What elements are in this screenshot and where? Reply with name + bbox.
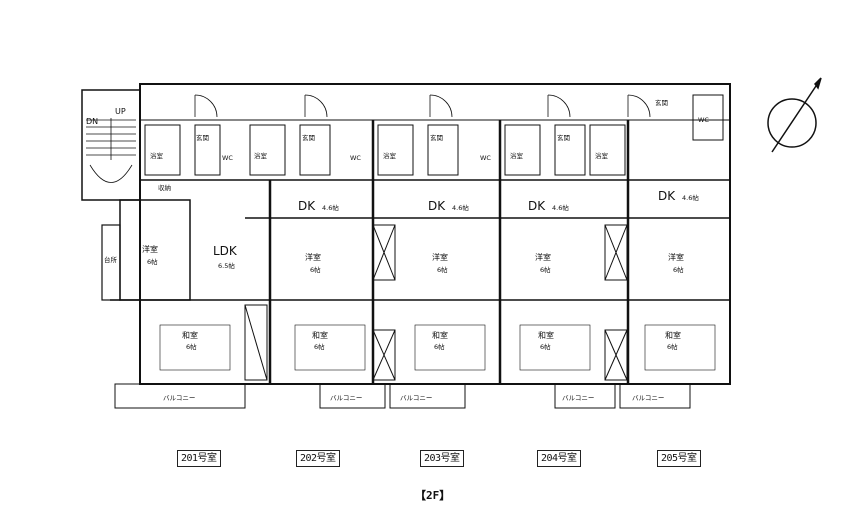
u203-dk: DK (428, 199, 446, 213)
u205-washitsu: 和室 (665, 330, 681, 340)
u204-washitsu-size: 6帖 (540, 342, 551, 351)
u203-youshitsu-size: 6帖 (437, 265, 448, 274)
north-arrow-icon (767, 77, 822, 153)
tatami-lines (159, 324, 716, 371)
unit-label-201: 201号室 (177, 450, 221, 467)
unit-label-205: 205号室 (657, 450, 701, 467)
u204-youshitsu-size: 6帖 (540, 265, 551, 274)
u201-daidokoro: 台所 (104, 255, 118, 264)
balconies (114, 383, 691, 409)
u201-washitsu-size: 6帖 (186, 342, 197, 351)
u205-dk-size: 4.6帖 (682, 193, 699, 202)
u201-wc: WC (222, 154, 233, 162)
doors (194, 94, 651, 118)
u201-shuno: 収納 (158, 183, 171, 192)
wet-areas (144, 94, 724, 176)
u202-youshitsu: 洋室 (305, 252, 321, 262)
u201-genkan: 玄関 (196, 133, 209, 142)
u202-washitsu-size: 6帖 (314, 342, 325, 351)
u202-balcony: バルコニー (330, 394, 362, 402)
u205-bath: 浴室 (595, 151, 609, 160)
u204-youshitsu: 洋室 (535, 252, 551, 262)
u205-washitsu-size: 6帖 (667, 342, 678, 351)
u205-balcony: バルコニー (632, 394, 664, 402)
u202-genkan: 玄関 (302, 133, 315, 142)
u203-youshitsu: 洋室 (432, 252, 448, 262)
u204-genkan: 玄関 (557, 133, 570, 142)
u205-youshitsu: 洋室 (668, 252, 684, 262)
u201-ldk-size: 6.5帖 (218, 261, 235, 270)
u205-genkan: 玄関 (655, 98, 668, 107)
u205-youshitsu-size: 6帖 (673, 265, 684, 274)
u204-dk: DK (528, 199, 546, 213)
u205-wc: WC (698, 116, 709, 124)
u205-dk: DK (658, 189, 676, 203)
u202-wc: WC (350, 154, 361, 162)
u202-youshitsu-size: 6帖 (310, 265, 321, 274)
stair-block (81, 89, 141, 201)
floor-label: 【2F】 (415, 489, 451, 502)
u203-washitsu: 和室 (432, 330, 448, 340)
u203-bath: 浴室 (383, 151, 397, 160)
stair-steps (86, 118, 136, 183)
unit-201-daidokoro (101, 224, 121, 301)
u203-balcony: バルコニー (400, 394, 432, 402)
u204-washitsu: 和室 (538, 330, 554, 340)
u201-washitsu: 和室 (182, 330, 198, 340)
stair-down-label: DN (86, 117, 98, 126)
u204-balcony: バルコニー (562, 394, 594, 402)
u203-dk-size: 4.6帖 (452, 203, 469, 212)
u204-bath: 浴室 (510, 151, 524, 160)
unit-label-204: 204号室 (537, 450, 581, 467)
u202-bath: 浴室 (254, 151, 268, 160)
u203-wc: WC (480, 154, 491, 162)
u203-genkan: 玄関 (430, 133, 443, 142)
u201-bath: 浴室 (150, 151, 164, 160)
stair-up-label: UP (115, 107, 126, 116)
u204-dk-size: 4.6帖 (552, 203, 569, 212)
u202-dk-size: 4.6帖 (322, 203, 339, 212)
u202-washitsu: 和室 (312, 330, 328, 340)
u201-youshitsu: 洋室 (142, 244, 158, 254)
u201-balcony: バルコニー (163, 394, 195, 402)
unit-label-203: 203号室 (420, 450, 464, 467)
u203-washitsu-size: 6帖 (434, 342, 445, 351)
u202-dk: DK (298, 199, 316, 213)
u201-ldk: LDK (213, 244, 238, 258)
closets (244, 224, 628, 381)
unit-label-202: 202号室 (296, 450, 340, 467)
u201-youshitsu-size: 6帖 (147, 257, 158, 266)
